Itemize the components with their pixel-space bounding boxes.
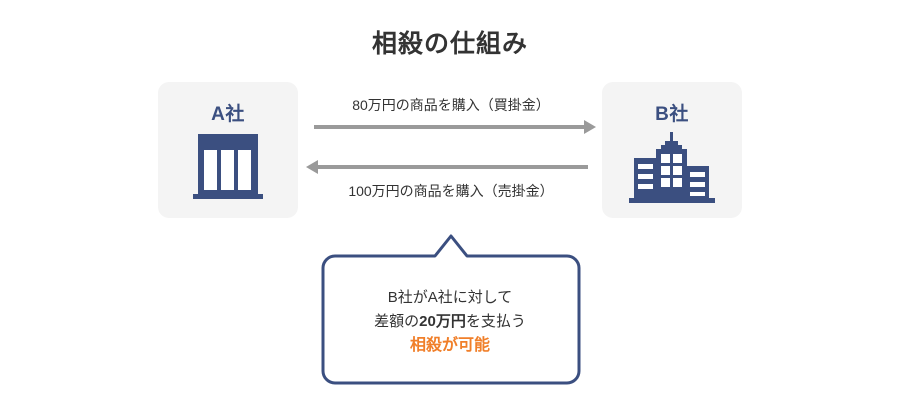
arrow-right — [306, 120, 596, 134]
callout-line-2-amount: 20万円 — [419, 313, 466, 330]
company-label-b: B社 — [655, 104, 689, 125]
flow-purchase-payable: 80万円の商品を購入（買掛金） — [306, 96, 596, 134]
arrow-shaft — [318, 165, 588, 169]
arrow-left — [306, 160, 596, 174]
arrow-head-right — [584, 120, 596, 134]
flow-purchase-receivable: 100万円の商品を購入（売掛金） — [306, 160, 596, 200]
page-title: 相殺の仕組み — [371, 30, 528, 58]
callout-line-3-highlight: 相殺が可能 — [409, 337, 490, 354]
callout-line-1: B社がA社に対して — [387, 289, 513, 306]
office-building-columns-icon — [189, 132, 267, 207]
arrow-head-left — [306, 160, 318, 174]
callout-line-2-prefix: 差額の — [374, 313, 420, 330]
callout-bubble — [310, 234, 592, 391]
city-buildings-icon — [626, 132, 718, 209]
callout-text: B社がA社に対して 差額の20万円を支払う 相殺が可能 — [310, 286, 590, 358]
arrow-shaft — [314, 125, 584, 129]
company-card-b: B社 — [602, 82, 742, 218]
callout-line-2-suffix: を支払う — [465, 313, 526, 330]
callout-line-2: 差額の20万円を支払う — [310, 310, 590, 334]
company-card-a: A社 — [158, 82, 298, 218]
flow-label-receivable: 100万円の商品を購入（売掛金） — [348, 183, 554, 199]
company-label-a: A社 — [211, 104, 245, 125]
flow-label-payable: 80万円の商品を購入（買掛金） — [352, 97, 550, 113]
